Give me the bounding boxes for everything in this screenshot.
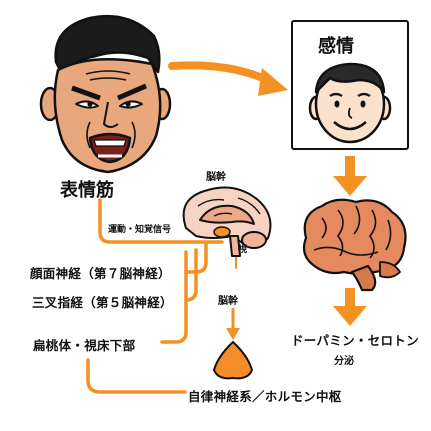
brain-cross-section-icon <box>182 186 272 257</box>
expression-muscles-label: 表情筋 <box>60 180 114 201</box>
emotion-label: 感情 <box>318 36 354 57</box>
dopamine-serotonin-label: ドーパミン・セロトン <box>291 333 419 348</box>
amygdala-hypothalamus-label: 扁桃体・視床下部 <box>33 338 136 353</box>
connector-lines <box>86 198 237 394</box>
thalamus-label: 視 <box>238 245 248 255</box>
brain-icon <box>302 198 407 292</box>
smiley-face-icon <box>308 62 392 144</box>
facial-nerve-label: 顔面神経（第７脳神経） <box>30 266 171 281</box>
connector-motor-signal <box>98 198 224 244</box>
connector-amygdala <box>160 250 188 344</box>
motor-sensory-signal-label: 運動・知覚信号 <box>108 225 172 235</box>
angry-face-icon <box>39 14 172 174</box>
autonomic-hormone-label: 自律神経系／ホルモン中枢 <box>188 389 342 404</box>
arrow-brainstem-to-gland <box>226 308 240 340</box>
pituitary-gland-icon <box>212 340 254 380</box>
arrow-face-to-emotion <box>168 61 288 96</box>
brainstem-mid-label: 脳幹 <box>218 296 238 307</box>
connector-autonomic <box>86 358 187 394</box>
arrow-brain-to-dopamine <box>333 288 367 326</box>
secretion-label: 分泌 <box>334 356 354 367</box>
arrow-emotion-to-brain <box>333 156 367 196</box>
trigeminal-nerve-label: 三叉指経（第５脳神経） <box>32 295 173 310</box>
connector-trigeminal <box>184 248 198 302</box>
brainstem-top-label: 脳幹 <box>206 172 226 183</box>
